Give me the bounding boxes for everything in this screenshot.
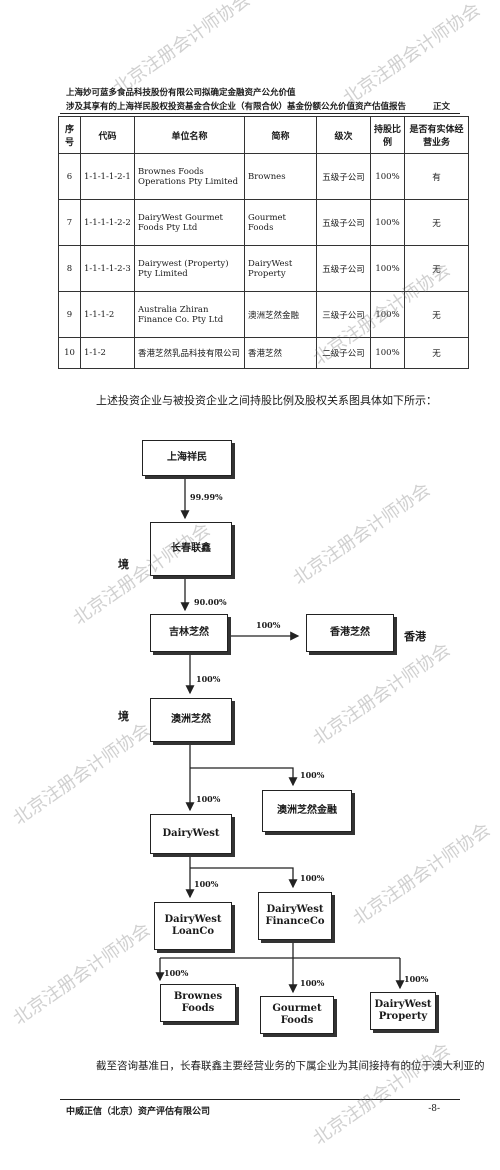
col-header-entity: 是否有实体经营业务: [404, 116, 469, 154]
node-gourmet-foods: Gourmet Foods: [260, 996, 334, 1034]
header-divider: [60, 113, 460, 114]
node-aozhou-zhiran: 澳洲芝然: [150, 698, 232, 742]
pct-aozhou-dairywest: 100%: [196, 794, 221, 804]
report-header-line2: 涉及其享有的上海祥民股权投资基金合伙企业（有限合伙）基金份额公允价值资产估值报告: [66, 102, 407, 112]
node-dairywest-financeco: DairyWest FinanceCo: [258, 892, 332, 940]
pct-dairywest-loanco: 100%: [194, 879, 219, 889]
pct-financeco-property: 100%: [404, 974, 429, 984]
footer-company: 中威正信（北京）资产评估有限公司: [66, 1107, 211, 1117]
domestic-side-label: 境: [118, 558, 129, 571]
cell-code: 1-1-1-2: [80, 291, 135, 338]
cell-entity: 无: [404, 291, 469, 338]
node-jilin-zhiran: 吉林芝然: [150, 614, 228, 652]
node-brownes-foods: Brownes Foods: [160, 984, 236, 1022]
col-header-level: 级次: [316, 116, 371, 154]
cell-ratio: 100%: [370, 153, 405, 200]
overseas-side-label: 境: [118, 710, 129, 723]
node-shanghai-xiangmin: 上海祥民: [142, 440, 232, 476]
cell-short: DairyWest Property: [244, 245, 317, 292]
cell-ratio: 100%: [370, 245, 405, 292]
intro-paragraph: 上述投资企业与被投资企业之间持股比例及股权关系图具体如下所示：: [96, 394, 437, 407]
cell-name: 香港芝然乳品科技有限公司: [134, 337, 245, 369]
cell-entity: 有: [404, 153, 469, 200]
node-aozhou-zhiran-finance: 澳洲芝然金融: [262, 790, 352, 832]
cell-entity: 无: [404, 245, 469, 292]
cell-ratio: 100%: [370, 337, 405, 369]
pct-financeco-gourmet: 100%: [300, 978, 325, 988]
node-hongkong-zhiran: 香港芝然: [306, 614, 394, 652]
cell-level: 五级子公司: [316, 245, 371, 292]
pct-jilin-hongkong: 100%: [256, 620, 281, 630]
cell-code: 1-1-2: [80, 337, 135, 369]
cell-name: Brownes Foods Operations Pty Limited: [134, 153, 245, 200]
cell-name: DairyWest Gourmet Foods Pty Ltd: [134, 199, 245, 246]
node-changchun-lianxin: 长春联鑫: [150, 522, 232, 576]
table-row: 9 1-1-1-2 Australia Zhiran Finance Co. P…: [58, 291, 469, 338]
node-dairywest-property: DairyWest Property: [370, 992, 436, 1030]
investee-table: 序号 代码 单位名称 简称 级次 持股比例 是否有实体经营业务 6 1-1-1-…: [58, 116, 469, 369]
pct-financeco-brownes: 100%: [164, 968, 189, 978]
table-row: 8 1-1-1-1-2-3 Dairywest (Property) Pty L…: [58, 245, 469, 292]
report-header-section: 正文: [432, 102, 450, 112]
cell-code: 1-1-1-1-2-2: [80, 199, 135, 246]
cell-short: Gourmet Foods: [244, 199, 317, 246]
cell-level: 二级子公司: [316, 337, 371, 369]
pct-shanghai-changchun: 99.99%: [190, 492, 223, 502]
pct-dairywest-financeco: 100%: [300, 873, 325, 883]
hongkong-region-label: 香港: [404, 630, 426, 643]
cell-name: Dairywest (Property) Pty Limited: [134, 245, 245, 292]
page-number: -8-: [428, 1104, 440, 1114]
node-dairywest: DairyWest: [150, 814, 232, 854]
table-header-row: 序号 代码 单位名称 简称 级次 持股比例 是否有实体经营业务: [58, 116, 469, 154]
pct-changchun-jilin: 90.00%: [194, 597, 227, 607]
table-row: 10 1-1-2 香港芝然乳品科技有限公司 香港芝然 二级子公司 100% 无: [58, 337, 469, 369]
pct-aozhou-finance: 100%: [300, 770, 325, 780]
footer-divider: [60, 1099, 460, 1100]
closing-paragraph: 截至咨询基准日，长春联鑫主要经营业务的下属企业为其间接持有的位于澳大利亚的: [96, 1060, 485, 1072]
cell-code: 1-1-1-1-2-3: [80, 245, 135, 292]
cell-entity: 无: [404, 337, 469, 369]
node-dairywest-loanco: DairyWest LoanCo: [154, 902, 232, 950]
table-row: 7 1-1-1-1-2-2 DairyWest Gourmet Foods Pt…: [58, 199, 469, 246]
report-header-line1: 上海妙可蓝多食品科技股份有限公司拟确定金融资产公允价值: [66, 88, 296, 98]
pct-jilin-aozhou: 100%: [196, 674, 221, 684]
